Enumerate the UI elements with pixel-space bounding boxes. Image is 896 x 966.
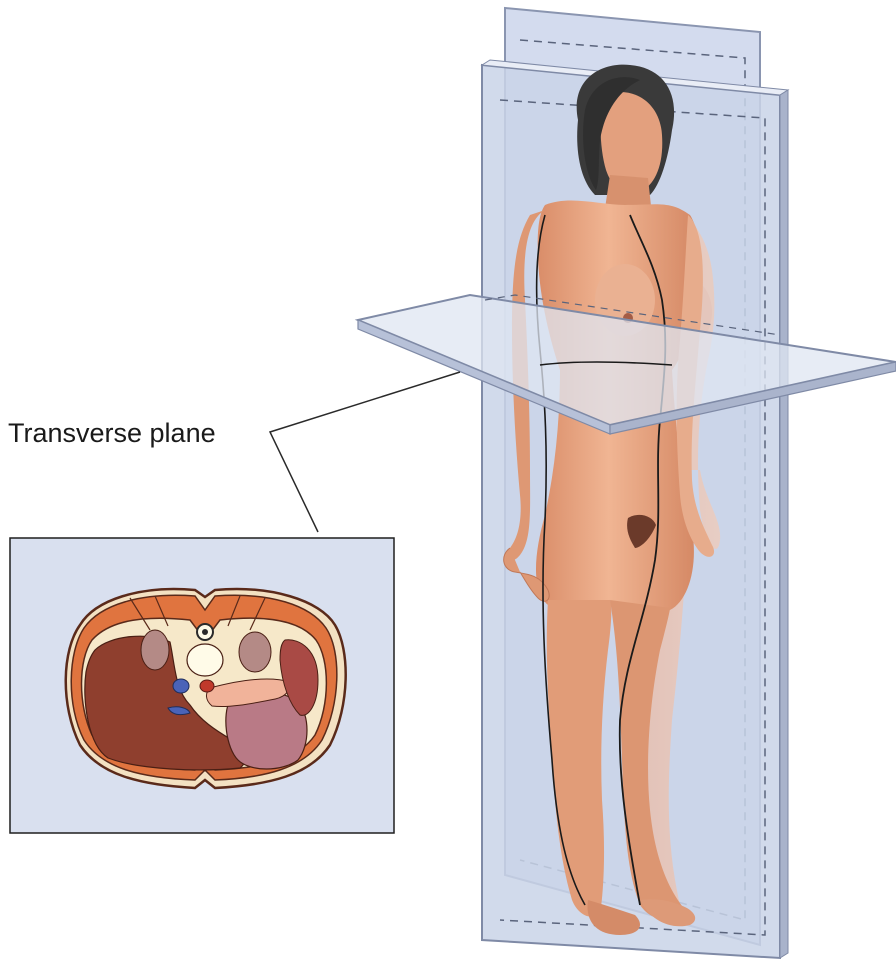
transverse-plane-label: Transverse plane xyxy=(8,418,216,448)
cross-section-inset xyxy=(10,538,394,833)
label-leader-line xyxy=(270,372,460,532)
